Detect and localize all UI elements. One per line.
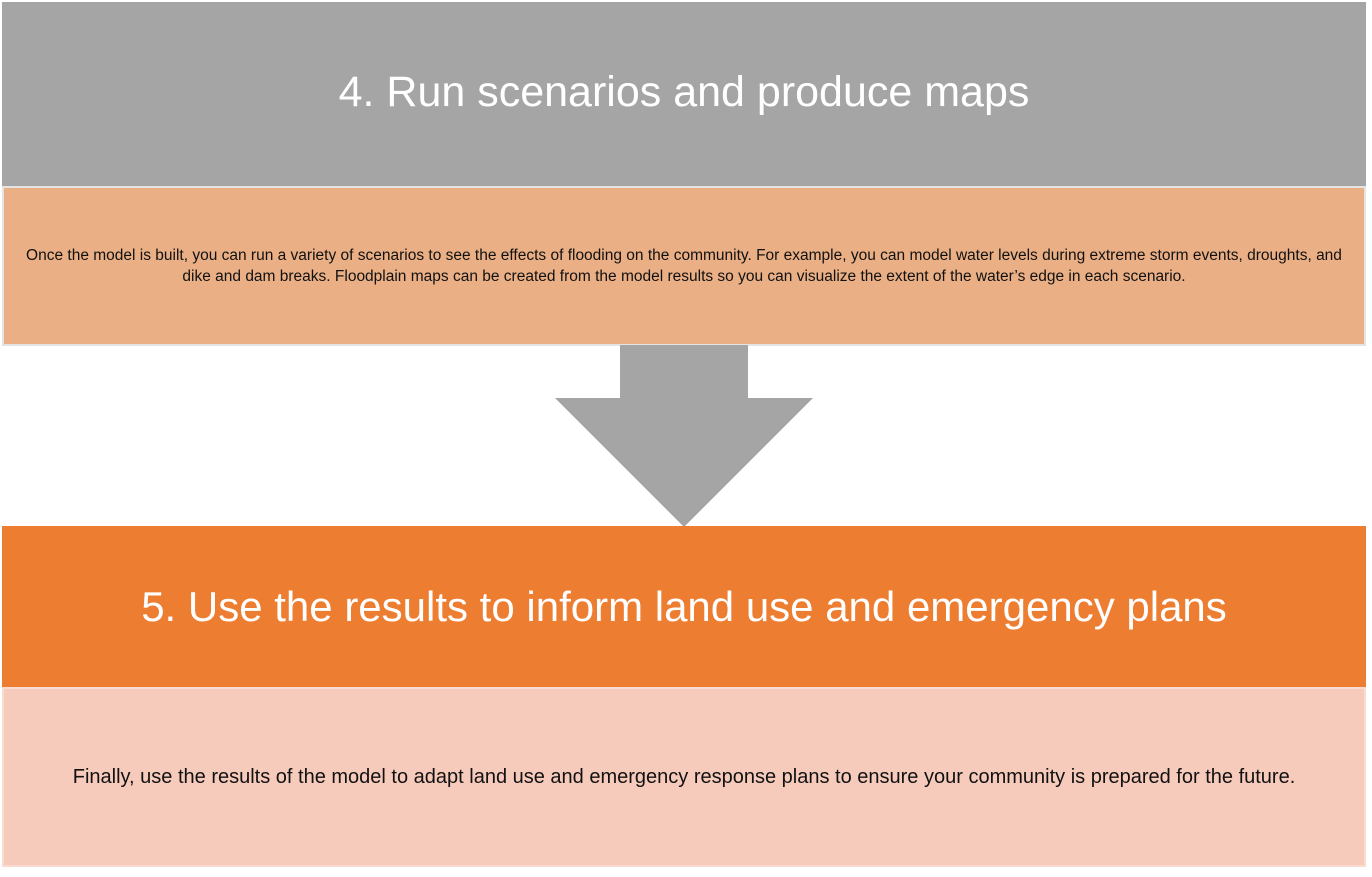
step-5-description: Finally, use the results of the model to… bbox=[72, 765, 1296, 788]
step-5-header: 5. Use the results to inform land use an… bbox=[2, 526, 1366, 687]
down-arrow-icon bbox=[555, 345, 813, 527]
step-4-body: Once the model is built, you can run a v… bbox=[2, 186, 1366, 346]
step-5-title: 5. Use the results to inform land use an… bbox=[141, 582, 1227, 630]
step-5-body: Finally, use the results of the model to… bbox=[2, 687, 1366, 867]
step-4-header: 4. Run scenarios and produce maps bbox=[2, 2, 1366, 186]
step-4-description: Once the model is built, you can run a v… bbox=[26, 247, 1342, 285]
step-4-title: 4. Run scenarios and produce maps bbox=[338, 67, 1030, 116]
